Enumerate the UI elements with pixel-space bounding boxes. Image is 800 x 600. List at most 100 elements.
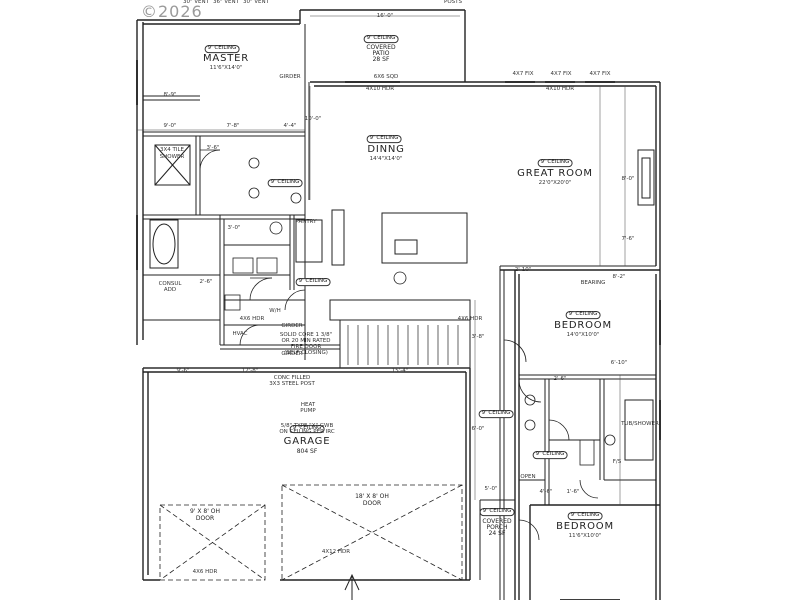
patio-name-2: PATIO <box>372 49 390 57</box>
header-6: 4X6 HDR <box>457 316 483 323</box>
door-swings <box>199 149 599 541</box>
master-name: MASTER <box>203 52 249 64</box>
dim-6: 2'-6" <box>199 279 213 286</box>
dim-9: 15'-4" <box>391 368 409 375</box>
windows <box>136 60 661 600</box>
header-4: 4X12 HDR <box>321 549 351 556</box>
patio-area: 28 SF <box>372 55 390 63</box>
dim-13: 8'-0" <box>621 176 635 183</box>
dim-18: 3'-8" <box>471 334 485 341</box>
tub-label: TUB/SHOWER <box>621 421 659 428</box>
dimension-lines <box>137 15 626 505</box>
girder-label-2: GIRDER <box>281 323 303 330</box>
small-oh-door-label-2: DOOR <box>195 514 215 522</box>
bedroom-east-name: BEDROOM <box>554 319 612 331</box>
patio-ceiling: 9' CEILING <box>363 35 399 43</box>
fixtures <box>224 157 616 466</box>
master-size: 11'6"X14'0" <box>209 65 243 72</box>
closet-label-2: ADD <box>163 287 177 294</box>
shower-label: 3X4 TILE <box>159 147 185 154</box>
fixed-window-3: 4X7 FIX <box>589 71 611 78</box>
header-3: 6X6 SQD <box>373 74 399 81</box>
watermark: ©2026 <box>141 2 203 21</box>
dim-11: 8'-2" <box>612 274 626 281</box>
firedoor-label-3: FIRE DOOR <box>290 344 322 351</box>
header-7: 4X6 HDR <box>239 316 265 323</box>
bearing-label: BEARING <box>580 280 606 287</box>
porch-ceiling: 9' CEILING <box>479 508 515 516</box>
dim-top-span: 16'-0" <box>376 13 394 20</box>
gyp-label-1: 5/8" TYPE "X" GWB <box>280 423 334 430</box>
large-oh-door-label: 18' X 8' OH <box>355 492 389 500</box>
dim-14: 7'-6" <box>621 236 635 243</box>
dim-22: 10'-0" <box>304 116 322 123</box>
dim-16: 4'-6" <box>539 489 553 496</box>
porch-name-2: PORCH <box>486 523 508 531</box>
vent-label-3: 30" VENT <box>243 0 269 6</box>
post-label: CONC FILLED <box>273 375 311 382</box>
porch-area: 24 SF <box>488 529 506 537</box>
garage-ceiling: 9' CEILING <box>289 425 325 433</box>
fixed-window-1: 4X7 FIX <box>512 71 534 78</box>
exterior-walls <box>136 9 661 600</box>
vent-label-1: 30" VENT <box>183 0 209 6</box>
firedoor-label-2: OR 20 MIN RATED <box>281 338 331 345</box>
patio-name: COVERED <box>366 43 396 51</box>
shower-label-2: SHOWER <box>159 154 185 161</box>
wh-label: W/H <box>269 308 281 315</box>
bedroom-south-name: BEDROOM <box>556 520 614 532</box>
open-label: OPEN <box>520 474 536 481</box>
great-room-name: GREAT ROOM <box>517 167 593 179</box>
hall-ceiling-tag: 9' CEILING <box>295 278 331 286</box>
dim-21: 1'-6" <box>566 489 580 496</box>
dim-7: 8'-9" <box>163 92 177 99</box>
pantry-label: PANTRY <box>295 219 317 226</box>
dim-20: 5'-0" <box>484 486 498 493</box>
great-room-ceiling: 9' CEILING <box>537 159 573 167</box>
dining-name: DINNG <box>367 143 405 155</box>
dim-2: 7'-8" <box>226 123 240 130</box>
hvac-label: HVAC <box>232 331 248 338</box>
great-room-size: 22'0"X20'0" <box>538 180 572 187</box>
dim-8: 12'-8" <box>241 368 259 375</box>
firedoor-label-1: SOLID CORE 1 3/8" <box>279 332 333 339</box>
dim-19: 2'-10" <box>514 267 532 274</box>
master-ceiling: 9' CEILING <box>204 45 240 53</box>
heat-label-2: PUMP <box>300 408 316 415</box>
garage-name: GARAGE <box>283 435 331 447</box>
garage-area: 804 SF <box>296 447 318 455</box>
header-1: 4X10 HDR <box>365 86 395 93</box>
large-oh-door-label-2: DOOR <box>362 499 382 507</box>
header-2: 4X10 HDR <box>545 86 575 93</box>
post-label-2: 3X3 STEEL POST <box>269 381 315 388</box>
dining-size: 14'4"X14'0" <box>369 156 403 163</box>
bedroom-south-size: 11'6"X10'0" <box>568 533 602 540</box>
small-oh-door-label: 9' X 8' OH <box>190 507 220 515</box>
dining-ceiling: 9' CEILING <box>366 135 402 143</box>
vent-label-2: 36" VENT <box>213 0 239 6</box>
bath-ceiling-tag: 9' CEILING <box>267 179 303 187</box>
header-5: 4X6 HDR <box>192 569 218 576</box>
heat-label: HEAT <box>300 402 316 409</box>
dim-10: 9'-6" <box>176 368 190 375</box>
bedroom-east-size: 14'0"X10'0" <box>566 332 600 339</box>
girder-label-3: GIRDER <box>281 351 303 358</box>
bedroom-east-ceiling: 9' CEILING <box>565 311 601 319</box>
firedoor-label-4: (SELF CLOSING) <box>284 350 328 357</box>
dim-15: 2'-6" <box>553 376 567 383</box>
gyp-label-2: ON CEILING PER IRC <box>279 429 335 436</box>
closet-label: CONSUL <box>158 281 182 288</box>
bedroom-south-ceiling: 9' CEILING <box>567 512 603 520</box>
posts-label: POSTS <box>444 0 462 6</box>
dim-5: 3'-0" <box>227 225 241 232</box>
dim-1: 9'-0" <box>163 123 177 130</box>
girder-label: GIRDER <box>279 74 301 81</box>
dim-12: 6'-10" <box>610 360 628 367</box>
dim-3: 4'-4" <box>283 123 297 130</box>
north-arrow-icon <box>344 573 360 600</box>
dim-4: 3'-6" <box>206 145 220 152</box>
fs-label: F/S <box>612 459 622 466</box>
porch-name: COVERED <box>482 517 512 525</box>
dim-17: 6'-0" <box>471 426 485 433</box>
